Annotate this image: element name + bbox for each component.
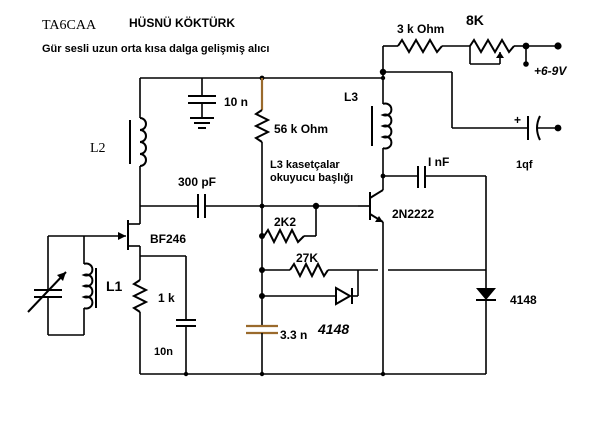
- r-8k-potentiometer: [469, 38, 529, 67]
- c-300p-label: 300 pF: [178, 175, 216, 189]
- bottom-rail: [140, 371, 486, 377]
- c-10n-bottom-capacitor: [176, 256, 196, 374]
- r-3k-resistor: [397, 38, 470, 54]
- l2-coil: [129, 78, 147, 206]
- c-10n-bottom-label: 10n: [154, 346, 173, 358]
- d-4148-right-diode: [388, 269, 496, 374]
- r-56k-label: 56 k Ohm: [274, 122, 328, 136]
- supply-label: +6-9V: [534, 64, 567, 78]
- r-27k-resistor: [259, 236, 378, 279]
- c-3n3-capacitor: [246, 270, 278, 374]
- headphone-label: 1qf: [516, 159, 533, 171]
- author-label: HÜSNÜ KÖKTÜRK: [129, 15, 235, 30]
- l3-label: L3: [344, 90, 358, 104]
- r-2k2-label: 2K2: [274, 215, 296, 229]
- l2-label: L2: [90, 141, 106, 156]
- r-27k-label: 27K: [296, 251, 318, 265]
- q2-2n2222-transistor: [358, 189, 384, 374]
- l3-coil: [371, 78, 393, 190]
- c-3n3-label: 3.3 n: [280, 328, 307, 342]
- callsign-label: TA6CAA: [42, 18, 97, 33]
- r-8k-label: 8K: [466, 12, 484, 28]
- c-1nf-label: I nF: [428, 155, 449, 169]
- variable-capacitor: [27, 271, 67, 313]
- subtitle-label: Gür sesli uzun orta kısa dalga gelişmiş …: [42, 43, 269, 55]
- d-4148-mid-label: 4148: [317, 321, 349, 337]
- l3-note-line2: okuyucu başlığı: [270, 172, 353, 184]
- c-10n-top-label: 10 n: [224, 95, 248, 109]
- d-4148-mid-diode: [259, 270, 359, 306]
- headphone-output: +: [383, 71, 562, 141]
- c-1nf-capacitor: [380, 166, 487, 270]
- l1-coil-tank: [47, 235, 97, 336]
- q1-label: BF246: [150, 232, 186, 246]
- q1-bf246-jfet: [84, 206, 141, 256]
- r-1k-resistor: [131, 255, 186, 374]
- q2-label: 2N2222: [392, 207, 434, 221]
- d-4148-right-label: 4148: [510, 293, 537, 307]
- l1-label: L1: [106, 278, 123, 294]
- svg-text:+: +: [514, 113, 521, 127]
- r-56k-resistor: [253, 78, 271, 206]
- c-10n-top-capacitor: [188, 78, 216, 129]
- r-1k-label: 1 k: [158, 291, 175, 305]
- r-2k2-resistor: [259, 206, 317, 245]
- r-3k-label: 3 k Ohm: [397, 22, 444, 36]
- c-300p-capacitor: [140, 194, 358, 218]
- l3-note-line1: L3 kasetçalar: [270, 159, 340, 171]
